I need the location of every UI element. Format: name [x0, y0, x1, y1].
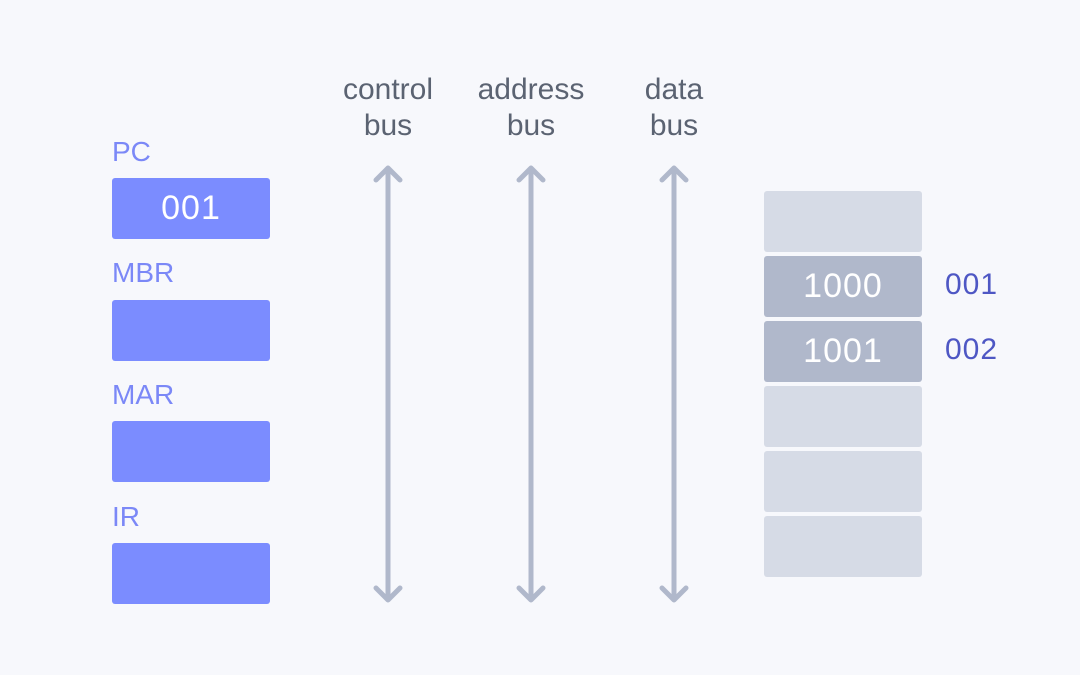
memory-cell: 1000 [764, 256, 922, 317]
bus-label-control-line1: control [342, 73, 434, 106]
address-bus-arrow [516, 165, 546, 603]
bus-label-address-line2: bus [506, 109, 556, 142]
bus-label-data-line1: data [644, 73, 704, 106]
control-bus-arrow [373, 165, 403, 603]
memory-cell [764, 386, 922, 447]
bus-label-data-line2: bus [649, 109, 699, 142]
data-bus-arrow [659, 165, 689, 603]
bus-label-control: control bus [308, 72, 468, 144]
register-mar [112, 421, 270, 482]
bus-label-address-line1: address [477, 73, 585, 106]
bus-label-control-line2: bus [363, 109, 413, 142]
register-label-mar: MAR [112, 379, 175, 410]
memory-cell: 1001 [764, 321, 922, 382]
memory-cell [764, 451, 922, 512]
bus-label-address: address bus [451, 72, 611, 144]
register-label-ir: IR [112, 501, 140, 532]
bus-label-data: data bus [594, 72, 754, 144]
register-label-mbr: MBR [112, 257, 175, 288]
register-pc: 001 [112, 178, 270, 239]
register-ir [112, 543, 270, 604]
memory-address: 002 [945, 333, 999, 366]
memory-address: 001 [945, 268, 999, 301]
memory-cell [764, 191, 922, 252]
register-label-pc: PC [112, 136, 151, 167]
register-mbr [112, 300, 270, 361]
memory-cell [764, 516, 922, 577]
